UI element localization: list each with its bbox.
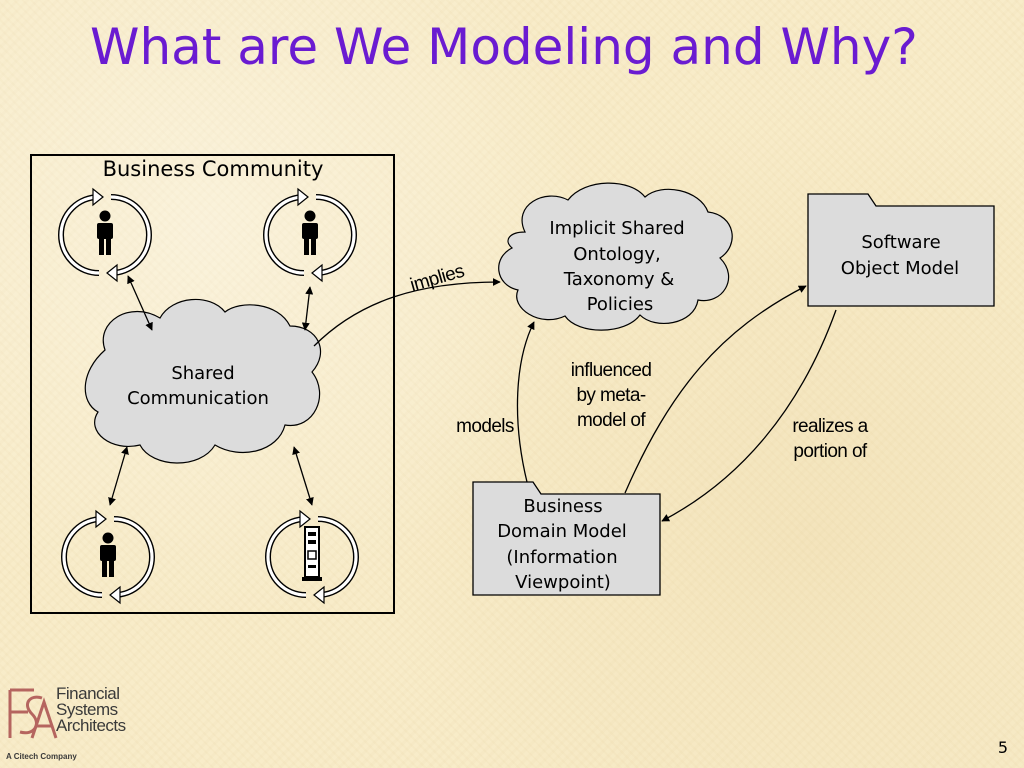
models-edge	[516, 321, 535, 483]
business-domain-model-folder: Business Domain Model (Information Viewp…	[472, 481, 661, 596]
actor-top-right	[266, 189, 354, 281]
domain-model-line-1: Business	[523, 496, 602, 517]
influenced-label-line-2: by meta-	[576, 385, 645, 406]
software-model-line-2: Object Model	[841, 258, 959, 279]
shared-communication-cloud: Shared Communication	[84, 298, 322, 464]
ontology-line-3: Taxonomy &	[563, 269, 675, 290]
business-community-label: Business Community	[103, 157, 324, 181]
logo-name-line-3: Architects	[56, 716, 126, 735]
actor-top-left	[61, 189, 149, 281]
influenced-label-line-3: model of	[577, 410, 646, 431]
domain-model-line-3: (Information	[506, 547, 617, 568]
shared-communication-line-2: Communication	[127, 388, 269, 409]
implies-label: implies	[408, 261, 467, 296]
realizes-label-line-1: realizes a	[792, 416, 868, 437]
page-number: 5	[997, 738, 1008, 757]
shared-communication-line-1: Shared	[171, 363, 234, 384]
realizes-edge	[661, 309, 837, 522]
software-object-model-folder: Software Object Model	[807, 193, 995, 307]
relationship-edges	[313, 278, 837, 522]
software-model-line-1: Software	[861, 232, 940, 253]
domain-model-line-4: Viewpoint)	[515, 572, 611, 593]
logo-name-line-1: Financial	[56, 684, 120, 703]
logo-company-name: Financial Systems Architects	[56, 684, 126, 735]
fsa-monogram	[8, 688, 58, 739]
realizes-label-line-2: portion of	[793, 441, 868, 462]
person-icon	[97, 210, 113, 255]
person-icon	[100, 532, 116, 577]
actor-bottom-right	[268, 511, 356, 603]
ontology-line-2: Ontology,	[573, 244, 660, 265]
influenced-label-line-1: influenced	[571, 360, 652, 381]
business-community-box: Business Community	[30, 154, 395, 614]
ontology-cloud: Implicit Shared Ontology, Taxonomy & Pol…	[498, 182, 733, 331]
person-icon	[302, 210, 318, 255]
logo-tagline: A Citech Company	[6, 752, 77, 761]
logo-name-line-2: Systems	[56, 700, 118, 719]
company-logo: Financial Systems Architects A Citech Co…	[4, 684, 154, 766]
influenced-edge	[624, 285, 807, 494]
domain-model-line-2: Domain Model	[497, 521, 627, 542]
slide-title: What are We Modeling and Why?	[90, 18, 918, 76]
implies-edge	[313, 278, 501, 347]
models-label: models	[456, 416, 514, 437]
actor-links	[108, 275, 314, 506]
ontology-line-4: Policies	[587, 294, 654, 315]
computer-icon	[302, 526, 322, 581]
actor-bottom-left	[64, 511, 152, 603]
ontology-line-1: Implicit Shared	[549, 218, 684, 239]
